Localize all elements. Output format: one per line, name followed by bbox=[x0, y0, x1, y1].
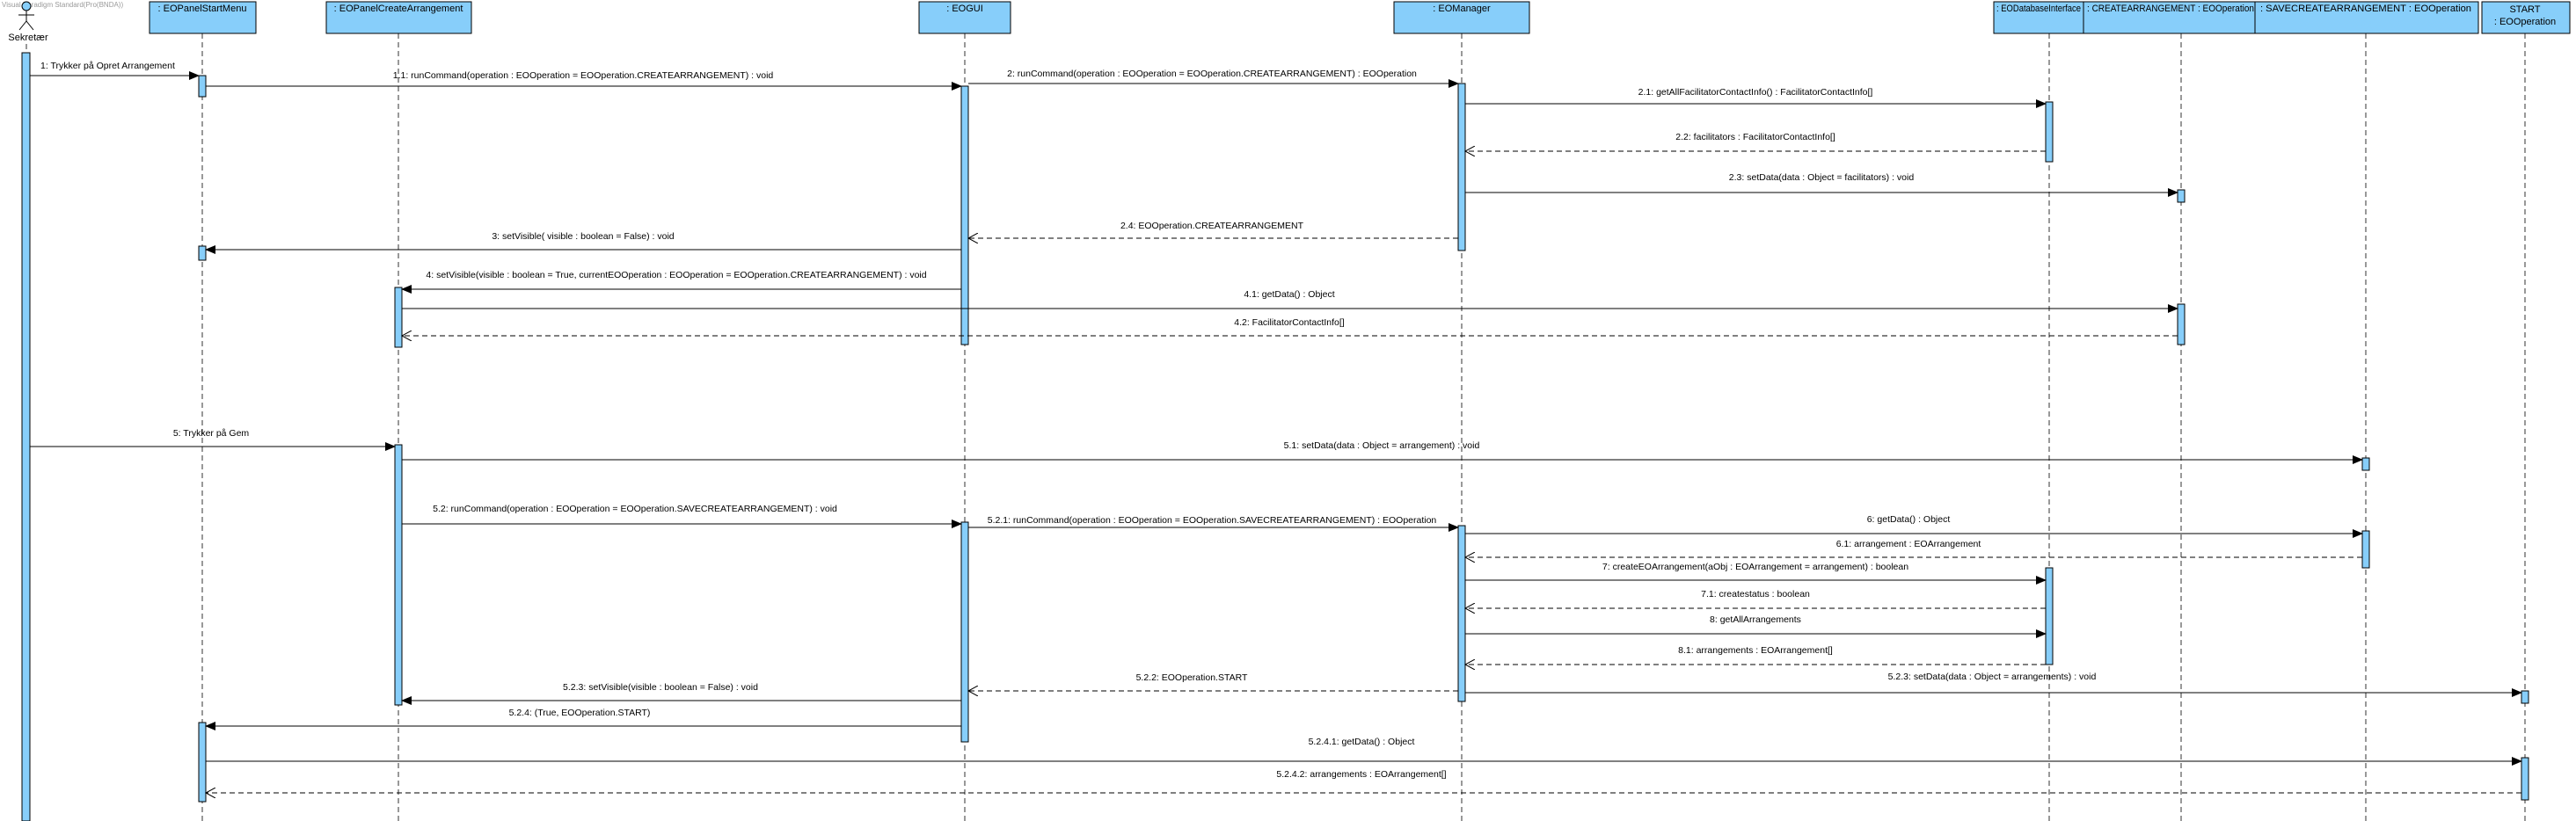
message-6[interactable]: 6: getData() : Object bbox=[1465, 514, 2363, 538]
message-4[interactable]: 4: setVisible(visible : boolean = True, … bbox=[401, 270, 961, 294]
message-2-1[interactable]: 2.1: getAllFacilitatorContactInfo() : Fa… bbox=[1465, 87, 2047, 108]
message-4-1[interactable]: 4.1: getData() : Object bbox=[402, 289, 2178, 313]
lifeline-label: : CREATEARRANGEMENT : EOOperation bbox=[2087, 4, 2254, 14]
lifeline-header-createarrangement[interactable]: : CREATEARRANGEMENT : EOOperation bbox=[2083, 1, 2256, 34]
actor-label: Sekretær bbox=[8, 33, 48, 43]
message-6-1[interactable]: 6.1: arrangement : EOArrangement bbox=[1465, 539, 2362, 557]
lifeline-label: : EOGUI bbox=[946, 4, 983, 14]
message-5-2-4-1[interactable]: 5.2.4.1: getData() : Object bbox=[206, 737, 2522, 766]
message-label: 5.2.4.2: arrangements : EOArrangement[] bbox=[1276, 769, 1446, 780]
actor-sekretaer[interactable]: Sekretær bbox=[8, 1, 48, 43]
activation-bar bbox=[2361, 457, 2370, 471]
message-label: 2.1: getAllFacilitatorContactInfo() : Fa… bbox=[1638, 87, 1873, 98]
watermark: Visual Paradigm Standard(Pro(BNDA)) bbox=[2, 1, 123, 9]
lifeline-label: : EOPanelStartMenu bbox=[158, 4, 247, 14]
message-2-3[interactable]: 2.3: setData(data : Object = facilitator… bbox=[1465, 172, 2178, 197]
message-label: 2.3: setData(data : Object = facilitator… bbox=[1729, 172, 1915, 183]
message-label: 5.1: setData(data : Object = arrangement… bbox=[1284, 440, 1480, 451]
message-label: 1.1: runCommand(operation : EOOperation … bbox=[393, 70, 774, 81]
message-5-2-4-2[interactable]: 5.2.4.2: arrangements : EOArrangement[] bbox=[206, 769, 2521, 793]
activation-bar bbox=[198, 75, 207, 98]
message-label: 5: Trykker på Gem bbox=[173, 428, 250, 439]
activation-bar bbox=[394, 287, 403, 348]
message-2-4[interactable]: 2.4: EOOperation.CREATEARRANGEMENT bbox=[968, 221, 1458, 238]
activation-bar bbox=[2177, 303, 2186, 345]
message-5-2[interactable]: 5.2: runCommand(operation : EOOperation … bbox=[402, 504, 962, 528]
message-label: 4.1: getData() : Object bbox=[1244, 289, 1334, 300]
activation-bar bbox=[2521, 690, 2529, 704]
lifeline-label-line2: : EOOperation bbox=[2494, 17, 2556, 27]
lifeline-header-eopanelstartmenu[interactable]: : EOPanelStartMenu bbox=[149, 1, 257, 34]
message-label: 7: createEOArrangement(aObj : EOArrangem… bbox=[1602, 562, 1908, 572]
message-8-1[interactable]: 8.1: arrangements : EOArrangement[] bbox=[1465, 645, 2046, 665]
message-5-2-3-setdata[interactable]: 5.2.3: setData(data : Object = arrangeme… bbox=[1465, 672, 2522, 697]
message-label: 8: getAllArrangements bbox=[1710, 614, 1801, 625]
message-2[interactable]: 2: runCommand(operation : EOOperation = … bbox=[968, 69, 1459, 88]
message-7-1[interactable]: 7.1: createstatus : boolean bbox=[1465, 589, 2046, 608]
message-label: 5.2.1: runCommand(operation : EOOperatio… bbox=[988, 515, 1437, 526]
message-label: 6.1: arrangement : EOArrangement bbox=[1836, 539, 1981, 549]
activation-bar bbox=[2361, 530, 2370, 569]
message-label: 1: Trykker på Opret Arrangement bbox=[40, 61, 175, 71]
lifeline-label: : EOPanelCreateArrangement bbox=[334, 4, 463, 14]
message-5-1[interactable]: 5.1: setData(data : Object = arrangement… bbox=[402, 440, 2363, 464]
activation-bar bbox=[394, 444, 403, 706]
activation-bar bbox=[2045, 567, 2054, 665]
lifeline-label: : EOManager bbox=[1433, 4, 1491, 14]
message-label: 6: getData() : Object bbox=[1867, 514, 1951, 525]
lifeline-header-start[interactable]: START : EOOperation bbox=[2481, 1, 2571, 34]
message-5-2-1[interactable]: 5.2.1: runCommand(operation : EOOperatio… bbox=[968, 515, 1459, 532]
message-label: 7.1: createstatus : boolean bbox=[1701, 589, 1810, 599]
message-5-2-4[interactable]: 5.2.4: (True, EOOperation.START) bbox=[205, 708, 961, 730]
lifeline-header-savecreatearrangement[interactable]: : SAVECREATEARRANGEMENT : EOOperation bbox=[2254, 1, 2479, 34]
activation-bar bbox=[198, 245, 207, 261]
activation-bar bbox=[1457, 525, 1466, 702]
activation-bar bbox=[2045, 101, 2054, 163]
message-1-1[interactable]: 1.1: runCommand(operation : EOOperation … bbox=[206, 70, 962, 91]
message-5[interactable]: 5: Trykker på Gem bbox=[30, 428, 396, 451]
lifeline-label: : SAVECREATEARRANGEMENT : EOOperation bbox=[2260, 4, 2471, 14]
stick-figure-icon bbox=[18, 1, 34, 31]
message-label: 2.4: EOOperation.CREATEARRANGEMENT bbox=[1120, 221, 1304, 231]
message-1[interactable]: 1: Trykker på Opret Arrangement bbox=[30, 61, 200, 80]
activation-bar bbox=[1457, 83, 1466, 251]
message-label: 2: runCommand(operation : EOOperation = … bbox=[1007, 69, 1417, 79]
message-label: 5.2.3: setVisible(visible : boolean = Fa… bbox=[563, 682, 758, 693]
activation-bar bbox=[960, 521, 969, 743]
lifeline-header-eomanager[interactable]: : EOManager bbox=[1393, 1, 1530, 34]
message-label: 5.2.3: setData(data : Object = arrangeme… bbox=[1888, 672, 2097, 682]
lifeline-label: : EODatabaseInterface bbox=[1996, 4, 2081, 14]
message-4-2[interactable]: 4.2: FacilitatorContactInfo[] bbox=[402, 317, 2178, 336]
message-label: 5.2.2: EOOperation.START bbox=[1136, 672, 1248, 683]
message-7[interactable]: 7: createEOArrangement(aObj : EOArrangem… bbox=[1465, 562, 2047, 585]
message-label: 5.2: runCommand(operation : EOOperation … bbox=[433, 504, 837, 514]
message-label: 5.2.4: (True, EOOperation.START) bbox=[509, 708, 651, 718]
lifeline-header-eodatabaseinterface[interactable]: : EODatabaseInterface bbox=[1993, 1, 2084, 34]
activation-bar bbox=[21, 52, 31, 821]
activation-bar bbox=[960, 85, 969, 345]
message-5-2-2[interactable]: 5.2.2: EOOperation.START bbox=[968, 672, 1458, 691]
lifeline-header-eopanelcreatearrangement[interactable]: : EOPanelCreateArrangement bbox=[325, 1, 472, 34]
lifeline-header-eogui[interactable]: : EOGUI bbox=[918, 1, 1011, 34]
activation-bar bbox=[2177, 189, 2186, 203]
message-2-2[interactable]: 2.2: facilitators : FacilitatorContactIn… bbox=[1465, 132, 2046, 151]
message-label: 4: setVisible(visible : boolean = True, … bbox=[426, 270, 926, 280]
message-label: 2.2: facilitators : FacilitatorContactIn… bbox=[1675, 132, 1835, 142]
message-3[interactable]: 3: setVisible( visible : boolean = False… bbox=[205, 231, 961, 254]
message-label: 4.2: FacilitatorContactInfo[] bbox=[1234, 317, 1345, 328]
message-label: 3: setVisible( visible : boolean = False… bbox=[492, 231, 674, 242]
message-5-2-3-setvisible[interactable]: 5.2.3: setVisible(visible : boolean = Fa… bbox=[401, 682, 961, 705]
message-label: 8.1: arrangements : EOArrangement[] bbox=[1678, 645, 1833, 656]
activation-bar bbox=[198, 722, 207, 803]
message-8[interactable]: 8: getAllArrangements bbox=[1465, 614, 2047, 638]
lifeline-label-line1: START bbox=[2509, 4, 2540, 15]
message-label: 5.2.4.1: getData() : Object bbox=[1309, 737, 1415, 747]
activation-bar bbox=[2521, 757, 2529, 801]
